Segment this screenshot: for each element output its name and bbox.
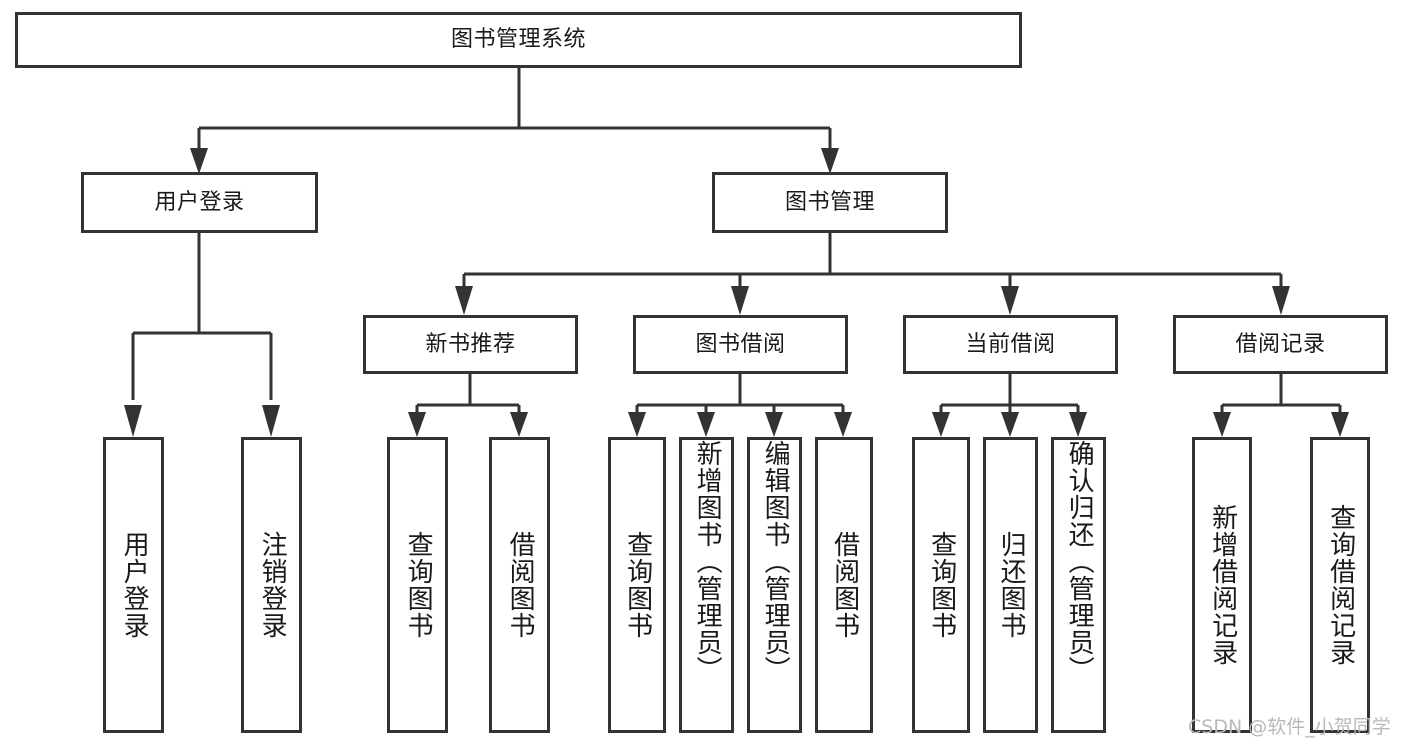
leaf-book-borrow-query[interactable]: 查询图书 bbox=[608, 437, 666, 733]
node-book-borrow-label: 图书借阅 bbox=[695, 331, 786, 357]
node-user-login[interactable]: 用户登录 bbox=[81, 172, 318, 233]
node-root-label: 图书管理系统 bbox=[450, 27, 586, 52]
node-new-book-recommend[interactable]: 新书推荐 bbox=[363, 315, 578, 374]
leaf-current-borrow-return-label: 归还图书 bbox=[996, 531, 1027, 639]
node-current-borrow[interactable]: 当前借阅 bbox=[903, 315, 1118, 374]
node-borrow-record-label: 借阅记录 bbox=[1235, 331, 1326, 357]
node-book-management[interactable]: 图书管理 bbox=[712, 172, 948, 233]
leaf-borrow-record-query[interactable]: 查询借阅记录 bbox=[1310, 437, 1370, 733]
node-root[interactable]: 图书管理系统 bbox=[15, 12, 1022, 68]
leaf-current-borrow-confirm-label: 确认归还（管理员） bbox=[1064, 440, 1095, 683]
node-borrow-record[interactable]: 借阅记录 bbox=[1173, 315, 1388, 374]
leaf-book-borrow-borrow-label: 借阅图书 bbox=[829, 531, 860, 639]
leaf-new-book-query[interactable]: 查询图书 bbox=[387, 437, 448, 733]
leaf-current-borrow-confirm[interactable]: 确认归还（管理员） bbox=[1051, 437, 1106, 733]
leaf-book-borrow-add[interactable]: 新增图书（管理员） bbox=[679, 437, 734, 733]
leaf-new-book-query-label: 查询图书 bbox=[403, 531, 434, 639]
leaf-current-borrow-query-label: 查询图书 bbox=[926, 531, 957, 639]
leaf-borrow-record-add[interactable]: 新增借阅记录 bbox=[1192, 437, 1252, 733]
watermark: CSDN @软件_小贺同学 bbox=[1188, 716, 1391, 738]
leaf-book-borrow-edit-label: 编辑图书（管理员） bbox=[760, 440, 791, 683]
leaf-new-book-borrow-label: 借阅图书 bbox=[505, 531, 536, 639]
node-current-borrow-label: 当前借阅 bbox=[965, 331, 1056, 357]
leaf-borrow-record-add-label: 新增借阅记录 bbox=[1207, 504, 1238, 666]
leaf-current-borrow-query[interactable]: 查询图书 bbox=[912, 437, 970, 733]
node-user-login-label: 用户登录 bbox=[154, 189, 245, 215]
node-book-borrow[interactable]: 图书借阅 bbox=[633, 315, 848, 374]
leaf-book-borrow-borrow[interactable]: 借阅图书 bbox=[815, 437, 873, 733]
leaf-borrow-record-query-label: 查询借阅记录 bbox=[1325, 504, 1356, 666]
leaf-current-borrow-return[interactable]: 归还图书 bbox=[983, 437, 1038, 733]
leaf-book-borrow-edit[interactable]: 编辑图书（管理员） bbox=[747, 437, 802, 733]
leaf-user-login-logout[interactable]: 注销登录 bbox=[241, 437, 302, 733]
leaf-book-borrow-add-label: 新增图书（管理员） bbox=[692, 440, 723, 683]
leaf-book-borrow-query-label: 查询图书 bbox=[622, 531, 653, 639]
leaf-new-book-borrow[interactable]: 借阅图书 bbox=[489, 437, 550, 733]
leaf-user-login-login[interactable]: 用户登录 bbox=[103, 437, 164, 733]
node-new-book-recommend-label: 新书推荐 bbox=[425, 331, 516, 357]
leaf-user-login-login-label: 用户登录 bbox=[119, 531, 150, 639]
node-book-management-label: 图书管理 bbox=[784, 189, 875, 215]
leaf-user-login-logout-label: 注销登录 bbox=[257, 531, 288, 639]
